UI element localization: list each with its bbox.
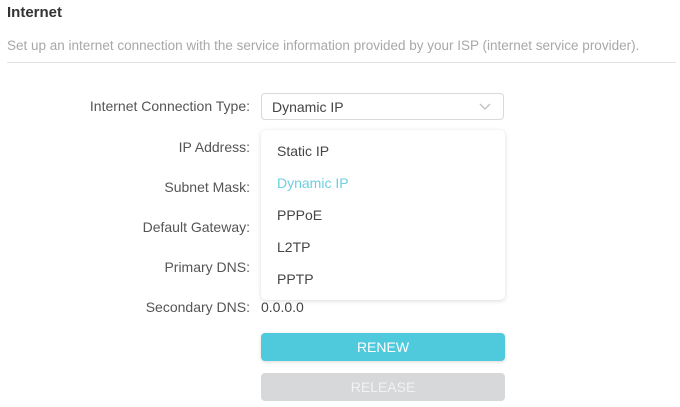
page-title: Internet: [7, 4, 63, 21]
renew-button[interactable]: RENEW: [261, 333, 505, 361]
ip-address-label: IP Address:: [178, 139, 250, 155]
option-l2tp[interactable]: L2TP: [277, 239, 311, 255]
secondary-dns-label: Secondary DNS:: [145, 299, 250, 315]
page-description: Set up an internet connection with the s…: [7, 38, 640, 53]
connection-type-dropdown-menu: Static IP Dynamic IP PPPoE L2TP PPTP: [261, 130, 505, 300]
primary-dns-label: Primary DNS:: [164, 259, 250, 275]
option-static-ip[interactable]: Static IP: [277, 143, 330, 159]
option-pppoe[interactable]: PPPoE: [277, 207, 323, 223]
connection-type-selected-value: Dynamic IP: [272, 99, 344, 115]
release-button[interactable]: RELEASE: [261, 373, 505, 401]
connection-type-select[interactable]: Dynamic IP: [261, 93, 504, 120]
default-gateway-label: Default Gateway:: [142, 219, 250, 235]
connection-type-label: Internet Connection Type:: [89, 98, 250, 114]
option-dynamic-ip[interactable]: Dynamic IP: [277, 175, 349, 191]
subnet-mask-label: Subnet Mask:: [164, 179, 250, 195]
chevron-down-icon: [479, 103, 491, 111]
secondary-dns-value: 0.0.0.0: [261, 299, 304, 315]
header-divider: [7, 62, 676, 63]
option-pptp[interactable]: PPTP: [277, 271, 314, 287]
